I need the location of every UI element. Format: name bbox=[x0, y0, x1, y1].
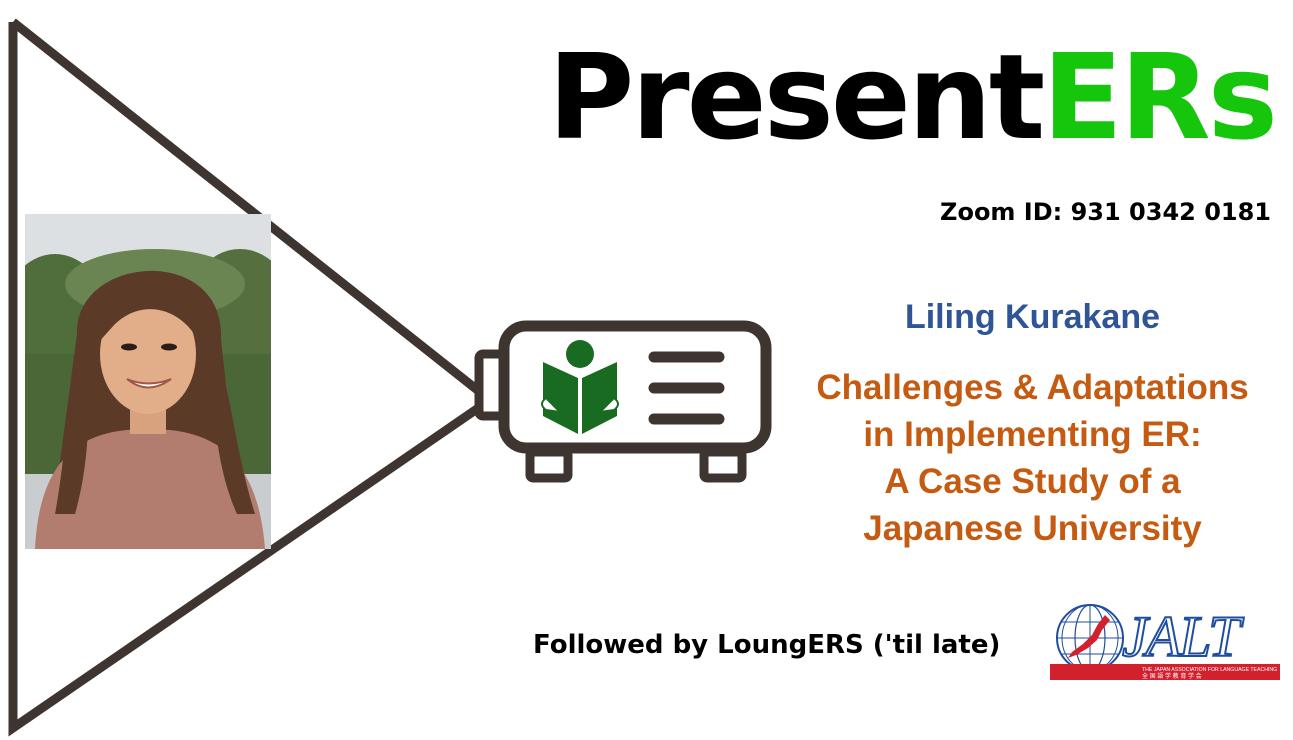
event-title-main: Present bbox=[547, 28, 1045, 166]
event-title: PresentERs bbox=[548, 38, 1278, 156]
logo-subtitle: THE JAPAN ASSOCIATION FOR LANGUAGE TEACH… bbox=[1142, 667, 1277, 673]
reading-person-icon bbox=[541, 340, 619, 434]
logo-japanese: 全 国 語 学 教 育 学 会 bbox=[1142, 672, 1202, 680]
presenter-photo bbox=[25, 214, 271, 549]
globe-icon bbox=[1056, 604, 1124, 672]
talk-title-line: A Case Study of a bbox=[884, 462, 1181, 501]
menu-lines-icon bbox=[648, 351, 725, 425]
talk-title-line: Challenges & Adaptations bbox=[816, 368, 1249, 407]
projector-icon bbox=[474, 320, 772, 483]
presenter-name: Liling Kurakane bbox=[904, 298, 1161, 336]
logo-wordmark: JALT bbox=[1122, 604, 1244, 669]
talk-title: Challenges & Adaptations in Implementing… bbox=[775, 364, 1290, 552]
jalt-logo: JALT THE JAPAN ASSOCIATION FOR LANGUAGE … bbox=[1050, 603, 1280, 680]
footer-note: Followed by LoungERS ('til late) bbox=[533, 630, 1001, 660]
talk-title-line: in Implementing ER: bbox=[863, 415, 1202, 454]
projector-beam bbox=[8, 18, 498, 737]
zoom-id: Zoom ID: 931 0342 0181 bbox=[940, 198, 1271, 226]
talk-title-line: Japanese University bbox=[863, 509, 1202, 548]
event-title-highlight: ERs bbox=[1042, 28, 1278, 166]
